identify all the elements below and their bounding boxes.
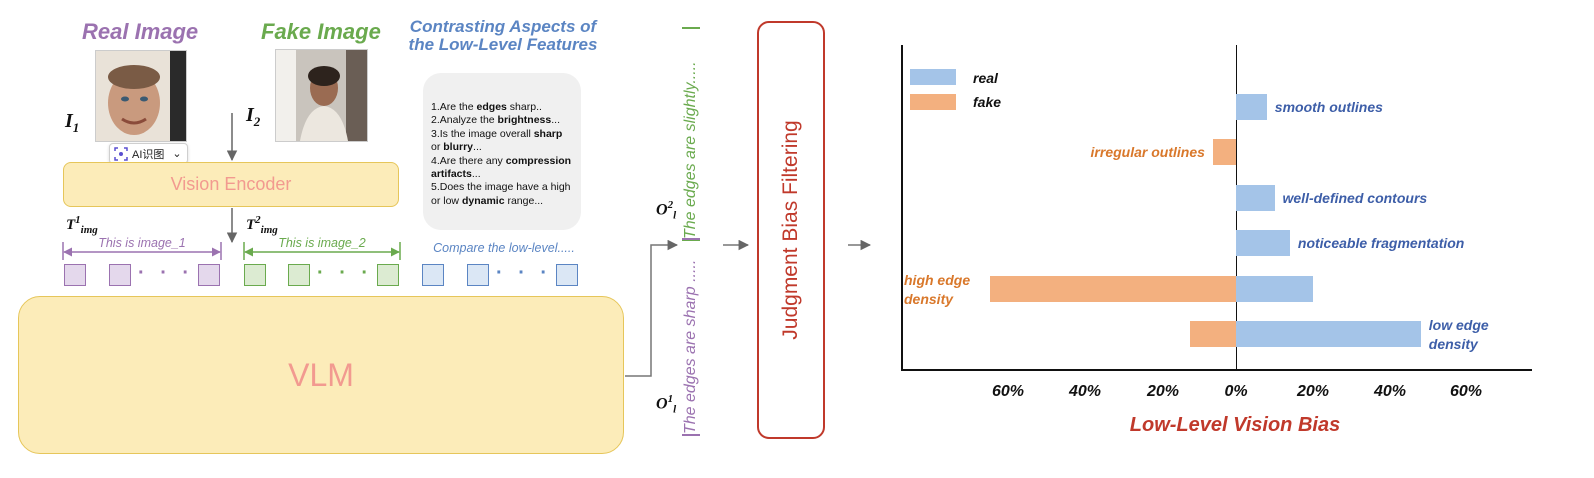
image1-label: I1 xyxy=(65,110,80,135)
category-label-1: smooth outlines xyxy=(1274,99,1383,115)
legend-real-swatch xyxy=(910,69,956,85)
token-green-3 xyxy=(377,264,399,286)
judgment-bias-filtering-label: Judgment Bias Filtering xyxy=(779,120,802,340)
fake-image-header: Fake Image xyxy=(261,19,381,44)
span-image2-label: This is image_2 xyxy=(278,236,366,250)
ai-scan-icon xyxy=(114,146,128,161)
x-tick-3: 20% xyxy=(1146,383,1180,400)
question-1: 1.Are the edges sharp.. xyxy=(431,101,542,113)
x-tick-7: 60% xyxy=(1449,383,1483,400)
bar-fake-2 xyxy=(1212,139,1236,165)
token-blue-3 xyxy=(556,264,578,286)
photo-fake-face xyxy=(276,50,367,141)
category-label-2: irregular outlines xyxy=(1090,144,1205,160)
token-purple-3 xyxy=(198,264,220,286)
bar-fake-5 xyxy=(989,276,1236,302)
o1-label: O1l xyxy=(656,393,677,416)
vlm-box: VLM xyxy=(18,296,624,454)
photo-real-face xyxy=(96,51,186,141)
vlm-to-outputs-arrow xyxy=(625,239,679,377)
token-blue-1 xyxy=(422,264,444,286)
bar-real-4 xyxy=(1236,230,1290,256)
output-o1-text: The edges are sharp ..... xyxy=(682,238,700,436)
real-image-photo xyxy=(95,50,187,142)
image2-label: I2 xyxy=(246,104,261,129)
x-tick-5: 20% xyxy=(1296,383,1330,400)
x-tick-6: 40% xyxy=(1373,383,1407,400)
token-dots-green: · · · · xyxy=(317,262,396,284)
bar-real-3 xyxy=(1236,185,1275,211)
judgment-bias-filtering-box: Judgment Bias Filtering xyxy=(757,21,825,439)
questions-list: 1.Are the edges sharp..2.Analyze the bri… xyxy=(431,101,573,208)
token-dots-blue: · · · · xyxy=(496,262,575,284)
span-image1-label: This is image_1 xyxy=(98,236,186,250)
chart-x-axis-title: Low-Level Vision Bias xyxy=(1129,414,1341,436)
bar-fake-6 xyxy=(1189,321,1236,347)
token-green-1 xyxy=(244,264,266,286)
token-purple-1 xyxy=(64,264,86,286)
legend-fake-label: fake xyxy=(973,94,1002,110)
fake-image-photo xyxy=(275,49,368,142)
x-tick-2: 40% xyxy=(1068,383,1102,400)
question-4: 4.Are there any compression artifacts... xyxy=(431,154,572,181)
token-dots-purple: · · · · xyxy=(138,262,217,284)
token-green-2 xyxy=(288,264,310,286)
category-label-5: high edge density xyxy=(904,272,971,307)
bar-real-1 xyxy=(1236,94,1267,120)
question-5: 5.Does the image have a high or low dyna… xyxy=(431,181,571,207)
real-image-header: Real Image xyxy=(82,19,199,44)
bar-real-6 xyxy=(1236,321,1421,347)
category-label-3: well-defined contours xyxy=(1282,190,1428,206)
x-tick-1: 60% xyxy=(991,383,1025,400)
vision-encoder-box: Vision Encoder xyxy=(63,162,399,207)
t2-img-label: T2img xyxy=(246,214,278,236)
bar-real-5 xyxy=(1236,276,1313,302)
question-3: 3.Is the image overall sharp or blurry..… xyxy=(431,127,563,154)
t1-img-label: T1img xyxy=(66,214,98,236)
contrasting-aspects-header: Contrasting Aspects of the Low-Level Fea… xyxy=(408,17,598,54)
output-o2-text: The edges are slightly..... xyxy=(682,27,700,241)
span-compare-label: Compare the low-level..... xyxy=(433,241,575,255)
legend-real-label: real xyxy=(973,70,998,86)
chevron-down-icon: ⌄ xyxy=(172,148,182,160)
token-blue-2 xyxy=(467,264,489,286)
questions-bubble: 1.Are the edges sharp..2.Analyze the bri… xyxy=(423,73,581,230)
chart-y-axis xyxy=(901,45,903,371)
question-2: 2.Analyze the brightness... xyxy=(431,114,560,127)
token-purple-2 xyxy=(109,264,131,286)
chart-x-axis xyxy=(901,369,1532,371)
category-label-6: low edge density xyxy=(1428,317,1489,352)
legend-fake-swatch xyxy=(910,94,956,110)
x-tick-4: 0% xyxy=(1224,383,1248,400)
category-label-4: noticeable fragmentation xyxy=(1297,235,1465,251)
o2-label: O2l xyxy=(656,199,677,222)
